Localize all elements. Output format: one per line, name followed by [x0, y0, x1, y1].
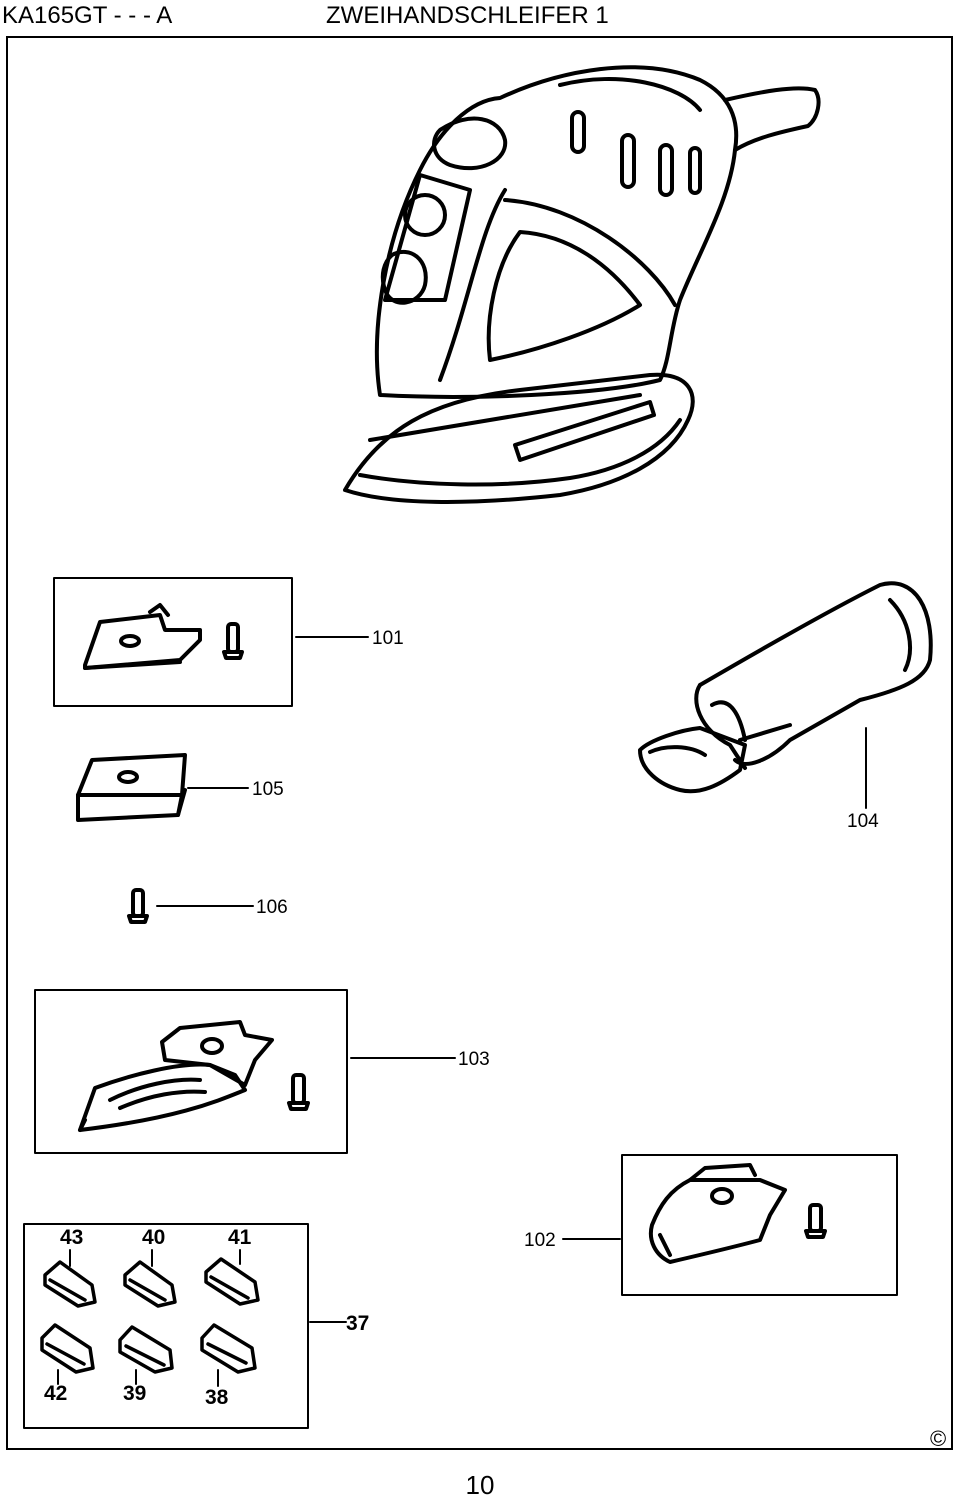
pad-101-drawing	[83, 603, 244, 670]
pad-103-drawing	[78, 1020, 310, 1132]
label-42: 42	[44, 1382, 67, 1405]
box-102	[621, 1154, 898, 1296]
pad-105-drawing	[76, 753, 187, 822]
label-104: 104	[847, 811, 879, 832]
box-103	[34, 989, 348, 1154]
screw-106-drawing	[127, 888, 149, 924]
label-103: 103	[458, 1049, 490, 1070]
drawing-frame	[6, 36, 953, 1450]
label-37: 37	[346, 1312, 369, 1335]
clamp-leaders	[57, 1249, 241, 1387]
page-title: ZWEIHANDSCHLEIFER 1	[326, 2, 609, 29]
label-40: 40	[142, 1226, 165, 1249]
label-101: 101	[372, 628, 404, 649]
sander-main-unit	[343, 65, 821, 504]
label-106: 106	[256, 897, 288, 918]
pad-102-drawing	[649, 1163, 827, 1264]
dust-container-104-drawing	[638, 581, 933, 794]
model-number: KA165GT - - - A	[2, 2, 173, 29]
label-41: 41	[228, 1226, 252, 1249]
label-39: 39	[123, 1382, 146, 1405]
label-43: 43	[60, 1226, 83, 1249]
page-number: 10	[465, 1470, 495, 1500]
clamp-set-37-drawing	[40, 1257, 260, 1374]
label-102: 102	[524, 1230, 556, 1251]
box-37	[23, 1223, 309, 1429]
box-101	[53, 577, 293, 707]
label-105: 105	[252, 779, 284, 800]
copyright-mark: ©	[930, 1426, 946, 1451]
label-38: 38	[205, 1386, 229, 1409]
